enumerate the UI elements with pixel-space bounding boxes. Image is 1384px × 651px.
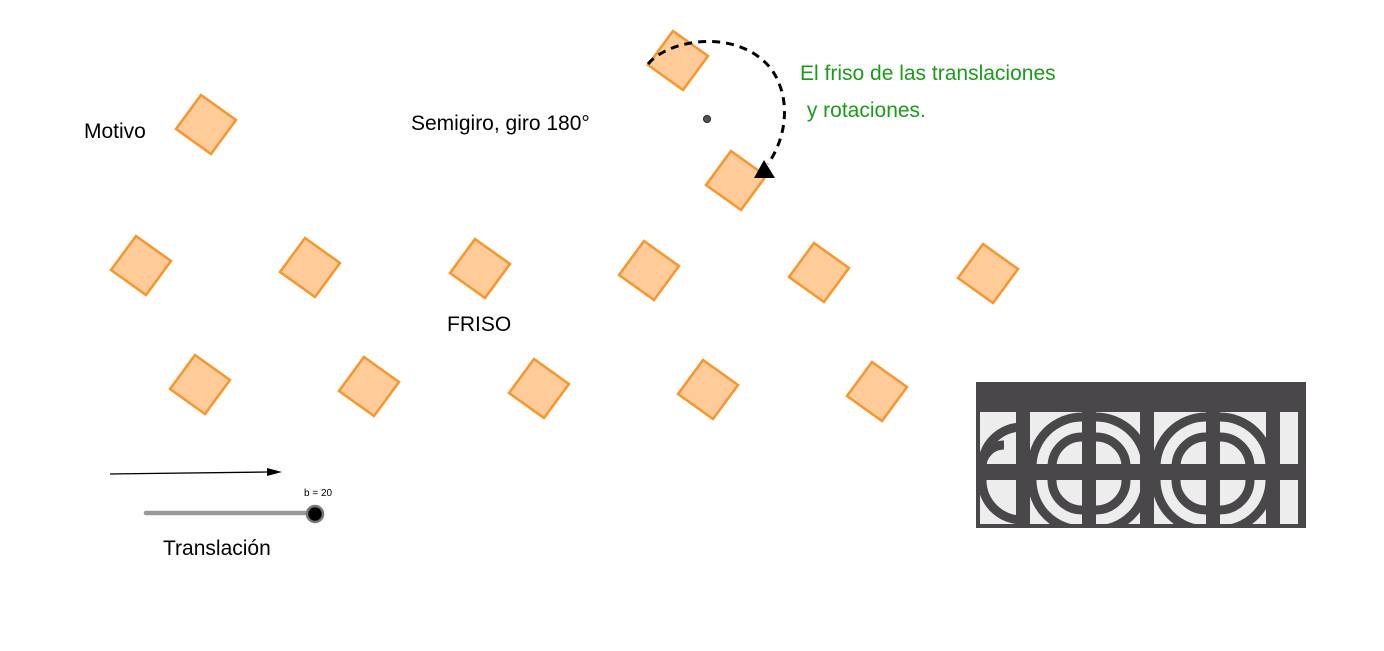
motivo-label: Motivo [84, 120, 146, 143]
title-line-2: y rotaciones. [801, 99, 926, 122]
arrowhead-icon [754, 160, 775, 178]
title-line-1: El friso de las translaciones [800, 62, 1056, 85]
frieze-square[interactable] [676, 358, 740, 421]
translacion-label: Translación [163, 537, 271, 560]
rotation-original-square[interactable] [646, 29, 710, 92]
friso-label: FRISO [447, 313, 512, 336]
frieze-square[interactable] [109, 234, 173, 297]
frieze-square[interactable] [168, 353, 232, 416]
frieze-row-1 [109, 234, 1020, 305]
slider-value-label: b = 20 [304, 488, 333, 499]
frieze-square[interactable] [278, 236, 342, 299]
frieze-square[interactable] [448, 237, 512, 300]
slider-handle[interactable] [305, 504, 325, 524]
translation-vector[interactable] [109, 471, 269, 475]
semigiro-label: Semigiro, giro 180° [411, 112, 590, 135]
rotation-center-point[interactable] [703, 115, 711, 123]
vector-arrowhead-icon [267, 468, 282, 476]
motivo-square[interactable] [174, 93, 238, 156]
rotation-image-square[interactable] [704, 149, 768, 212]
frieze-photo [976, 382, 1306, 528]
frieze-square[interactable] [337, 355, 401, 418]
frieze-square[interactable] [617, 239, 681, 302]
rotation-arc-arrow [646, 40, 786, 165]
frieze-square[interactable] [787, 241, 851, 304]
frieze-square[interactable] [845, 360, 909, 423]
frieze-square[interactable] [956, 242, 1020, 305]
frieze-row-2 [168, 353, 909, 423]
frieze-square[interactable] [507, 357, 571, 420]
